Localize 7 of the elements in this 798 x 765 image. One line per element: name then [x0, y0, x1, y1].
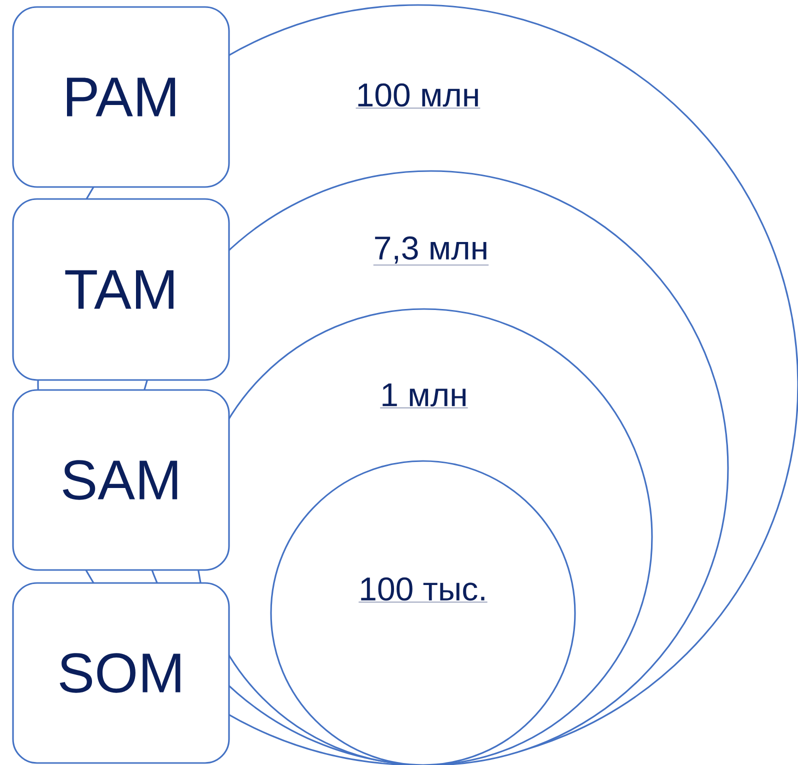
node-label: 100 тыс. — [361, 577, 484, 601]
label-box: TAM — [12, 198, 230, 381]
node-label: 1 млн — [382, 383, 466, 407]
label-box: SOM — [12, 582, 230, 764]
node-label: 7,3 млн — [375, 236, 486, 264]
label-box: SAM — [12, 389, 230, 571]
label-box: PAM — [12, 6, 230, 188]
